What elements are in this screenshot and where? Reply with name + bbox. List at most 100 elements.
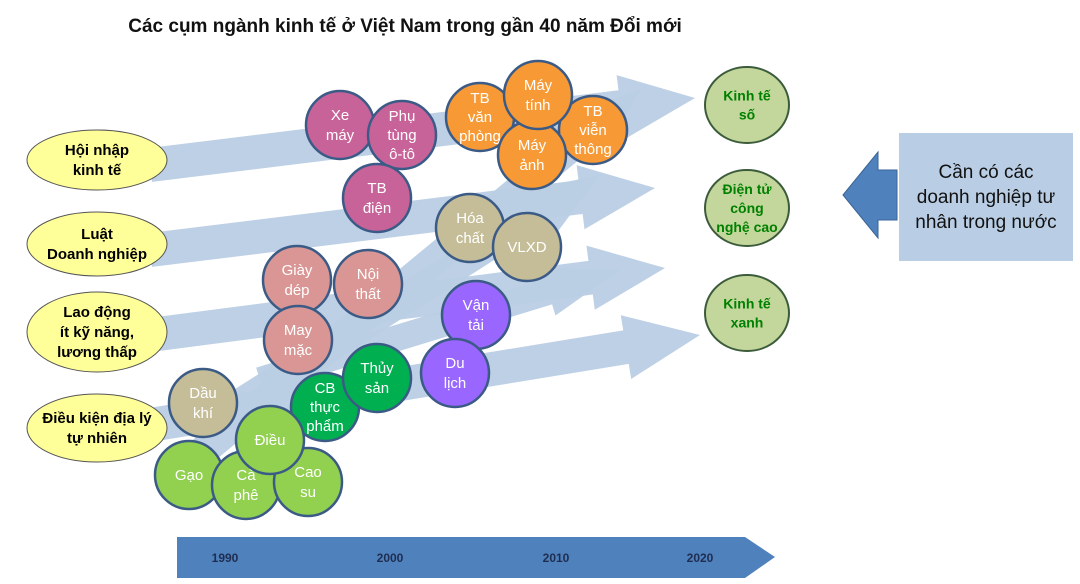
text-line: Doanh nghiệp <box>47 246 147 263</box>
text-line: ảnh <box>519 157 544 174</box>
text-line: Máy <box>518 137 547 154</box>
left-arrow-icon <box>842 150 898 240</box>
cluster-circle <box>234 404 306 476</box>
text-line: Cà <box>236 467 256 484</box>
cluster-circle <box>167 367 239 439</box>
factor-label: Lao động ít kỹ năng, lương thấp <box>57 304 137 361</box>
text-line: sản <box>365 380 389 397</box>
factor-ellipse <box>26 393 168 463</box>
text-line: May <box>284 322 313 339</box>
cluster-circle <box>496 119 568 191</box>
diagram-title: Các cụm ngành kinh tế ở Việt Nam trong g… <box>128 16 682 37</box>
text-line: Lao động <box>63 304 131 321</box>
text-line: Kinh tế <box>723 88 771 104</box>
callout-box: Cần có các doanh nghiệp tư nhân trong nư… <box>899 133 1073 261</box>
text-line: thất <box>355 286 381 303</box>
cluster-circle <box>491 211 563 283</box>
target-ellipse <box>704 274 790 352</box>
text-line: Điện tử <box>722 181 772 197</box>
text-line: Máy <box>524 77 553 94</box>
text-line: Nội <box>357 266 380 283</box>
cluster-circle <box>366 99 438 171</box>
cluster-label: Vận tải <box>463 297 490 334</box>
cluster-label: Du lịch <box>444 355 467 392</box>
text-line: TB <box>583 103 602 120</box>
text-line: phẩm <box>306 418 344 435</box>
cluster-circle <box>557 94 629 166</box>
target-ellipse <box>704 169 790 247</box>
cluster-circle <box>304 89 376 161</box>
text-line: thực <box>310 399 341 416</box>
text-line: Cao <box>294 464 322 481</box>
cluster-label: Giày dép <box>282 262 313 299</box>
text-line: Dầu <box>189 385 217 402</box>
text-line: chất <box>456 230 485 247</box>
text-line: tính <box>525 97 550 114</box>
cluster-circle <box>341 342 413 414</box>
text-line: ô-tô <box>389 146 415 163</box>
text-line: dép <box>284 282 309 299</box>
text-line: khí <box>193 405 214 422</box>
cluster-label: TB viễn thông <box>574 103 612 158</box>
text-line: Du <box>445 355 464 372</box>
text-line: lịch <box>444 375 467 392</box>
text-line: VLXD <box>507 239 546 256</box>
timeline-year: 2020 <box>687 551 714 565</box>
text-line: Vận <box>463 297 490 314</box>
cluster-label: Điều <box>255 432 286 449</box>
text-line: máy <box>326 127 355 144</box>
text-line: công <box>730 200 763 216</box>
timeline-arrow <box>177 537 775 578</box>
cluster-circle <box>419 337 491 409</box>
text-line: nghệ cao <box>716 219 777 235</box>
cluster-label: TB điện <box>363 180 391 217</box>
text-line: tải <box>468 317 484 334</box>
text-line: Xe <box>331 107 349 124</box>
text-line: kinh tế <box>73 162 122 179</box>
cluster-label: Dầu khí <box>189 385 217 422</box>
text-line: tùng <box>387 127 416 144</box>
target-label: Kinh tế xanh <box>723 296 771 331</box>
factor-ellipse <box>26 211 168 277</box>
cluster-label: Phụ tùng ô-tô <box>387 108 416 163</box>
cluster-label: Xe máy <box>326 107 355 144</box>
text-line: tự nhiên <box>67 430 127 447</box>
factor-label: Hội nhập kinh tế <box>65 142 129 179</box>
target-label: Kinh tế số <box>723 88 771 123</box>
cluster-circle <box>261 244 333 316</box>
target-label: Điện tử công nghệ cao <box>716 181 777 235</box>
target-ellipse <box>704 66 790 144</box>
text-line: Luật <box>81 226 113 243</box>
text-line: điện <box>363 200 391 217</box>
text-line: Điều <box>255 432 286 449</box>
cluster-label: Nội thất <box>355 266 381 303</box>
text-line: TB <box>367 180 386 197</box>
text-line: thông <box>574 141 612 158</box>
text-line: Điều kiện địa lý <box>42 410 152 427</box>
cluster-circle <box>502 59 574 131</box>
text-line: lương thấp <box>57 344 137 361</box>
callout-text: Cần có các doanh nghiệp tư nhân trong nư… <box>915 161 1057 233</box>
cluster-circle <box>341 162 413 234</box>
cluster-label: Máy tính <box>524 77 553 114</box>
text-line: Phụ <box>389 108 416 125</box>
factor-ellipse <box>26 291 168 373</box>
text-line: Hội nhập <box>65 142 129 159</box>
timeline-year: 1990 <box>212 551 239 565</box>
text-line: xanh <box>731 315 764 331</box>
text-line: viễn <box>579 122 607 139</box>
cluster-label: Máy ảnh <box>518 137 547 174</box>
text-line: phê <box>233 487 258 504</box>
text-line: số <box>739 107 756 123</box>
text-line: Kinh tế <box>723 296 771 312</box>
text-line: Giày <box>282 262 313 279</box>
text-line: ít kỹ năng, <box>60 324 134 341</box>
